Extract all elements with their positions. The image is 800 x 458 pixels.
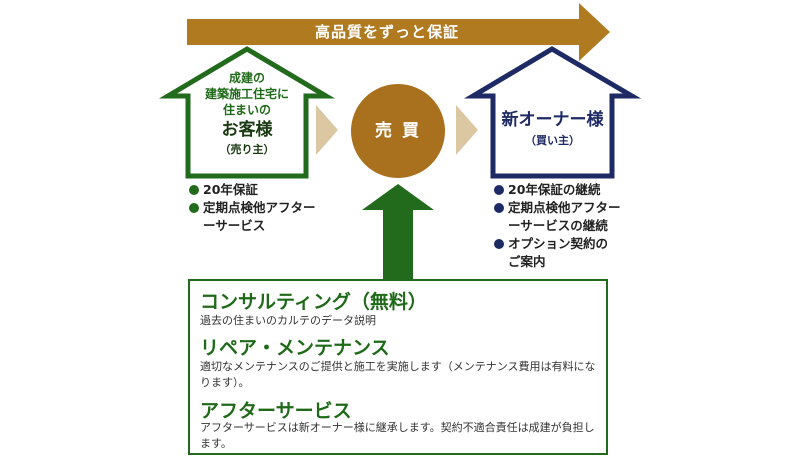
bullet-icon bbox=[189, 203, 199, 213]
buyer-house-text: 新オーナー様 （買い主） bbox=[495, 108, 610, 150]
bullet-icon bbox=[494, 203, 504, 213]
list-item-continued: ーサービスの継続 bbox=[508, 218, 608, 233]
service-desc-repair: 適切なメンテナンスのご提供と施工を実施します（メンテナンス費用は有料になります）… bbox=[200, 360, 596, 389]
chevron-right-icon bbox=[316, 105, 338, 155]
list-item: 20年保証の継続 bbox=[493, 181, 621, 199]
list-item: オプション契約の bbox=[493, 235, 621, 253]
chevron-right-icon bbox=[456, 105, 478, 155]
trade-label: 売 買 bbox=[375, 121, 421, 141]
service-title-consulting: コンサルティング（無料） bbox=[200, 291, 427, 313]
service-title-repair: リペア・メンテナンス bbox=[200, 337, 390, 359]
buyer-bullets: 20年保証の継続 定期点検他アフター ーサービスの継続 オプション契約の ご案内 bbox=[493, 181, 621, 271]
seller-line2: 建築施工住宅に bbox=[204, 87, 289, 101]
top-arrow bbox=[187, 3, 610, 61]
trade-circle bbox=[351, 84, 445, 178]
buyer-name: 新オーナー様 bbox=[501, 110, 604, 130]
seller-role: （売り主） bbox=[219, 143, 275, 156]
seller-line1: 成建の bbox=[228, 71, 265, 85]
list-item: 20年保証 bbox=[188, 181, 316, 199]
seller-bullets: 20年保証 定期点検他アフター ーサービス bbox=[188, 181, 316, 235]
buyer-role: （買い主） bbox=[525, 134, 580, 147]
list-item: 定期点検他アフター bbox=[493, 199, 621, 217]
service-title-after: アフターサービス bbox=[200, 400, 352, 422]
seller-name: お客様 bbox=[221, 120, 273, 140]
bullet-icon bbox=[494, 185, 504, 195]
seller-house-outline bbox=[158, 46, 336, 179]
list-item-continued: ご案内 bbox=[508, 254, 546, 269]
bullet-icon bbox=[494, 239, 504, 249]
seller-line3: 住まいの bbox=[222, 103, 271, 117]
top-banner-text: 高品質をずっと保証 bbox=[314, 23, 459, 41]
seller-house-text: 成建の 建築施工住宅に 住まいの お客様 （売り主） bbox=[190, 70, 304, 158]
list-item: 定期点検他アフター bbox=[188, 199, 316, 217]
list-item-continued: ーサービス bbox=[203, 218, 266, 233]
service-desc-consulting: 過去の住まいのカルテのデータ説明 bbox=[200, 314, 376, 327]
bullet-icon bbox=[189, 185, 199, 195]
service-desc-after: アフターサービスは新オーナー様に継承します。契約不適合責任は成建が負担します。 bbox=[200, 421, 595, 450]
buyer-house-outline bbox=[463, 46, 642, 179]
up-arrow bbox=[362, 184, 434, 281]
services-box: コンサルティング（無料） 過去の住まいのカルテのデータ説明 リペア・メンテナンス… bbox=[188, 279, 608, 455]
